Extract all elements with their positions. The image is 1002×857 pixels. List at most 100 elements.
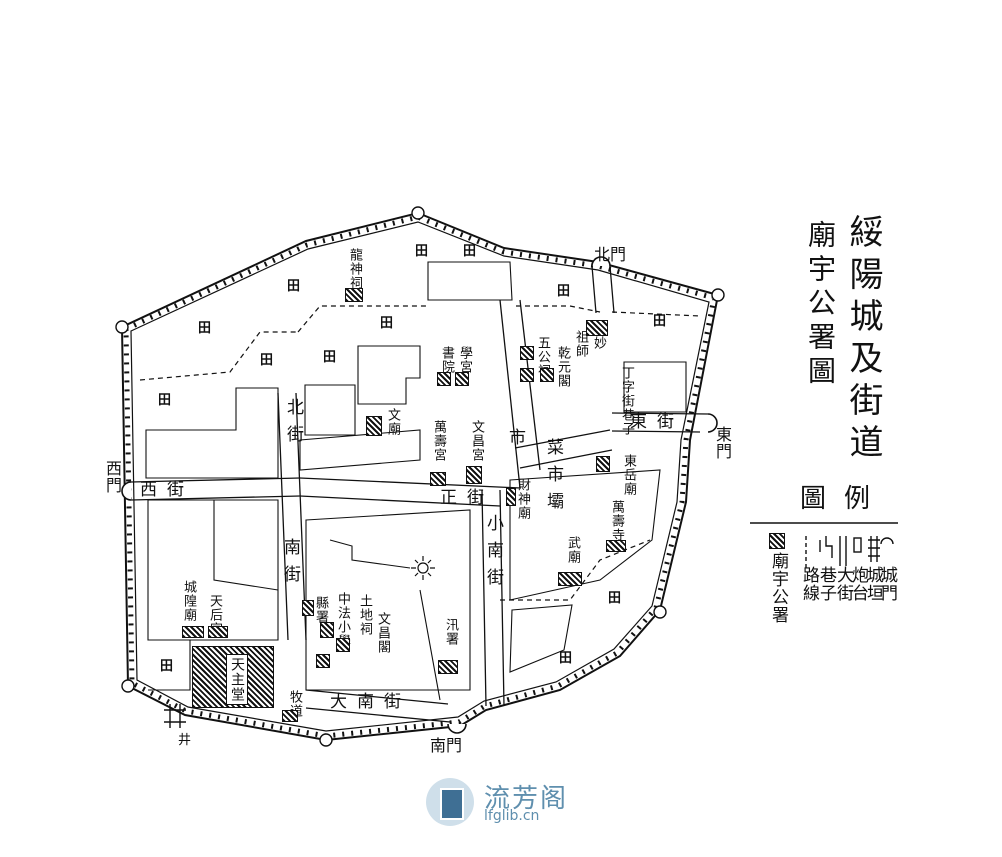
east-south-block (509, 469, 661, 601)
south-lane (419, 589, 441, 701)
zuci-marker (540, 368, 554, 382)
main-streets (130, 265, 709, 723)
north-street-label: 北街 (283, 398, 303, 452)
wenyuan-marker (316, 654, 330, 668)
incense-rays (411, 556, 435, 580)
map-subtitle: 廟宇公署圖 (804, 220, 837, 390)
shuyuan-marker (437, 372, 451, 386)
xianshu-marker (302, 600, 314, 616)
mudao-marker (282, 710, 298, 722)
battery-icon (121, 679, 135, 693)
field-label: 田 (198, 321, 212, 336)
field-label: 田 (463, 244, 477, 259)
south-central-inner (329, 539, 411, 569)
field-label: 田 (260, 353, 274, 368)
street-icon (839, 536, 847, 566)
south-central-block (305, 509, 471, 691)
field-label: 田 (287, 279, 301, 294)
legend-symbols (805, 536, 894, 570)
city-wall-inner (130, 221, 710, 732)
dingzi-alley-label: 丁字街巷子 (619, 366, 634, 436)
well-marker (164, 704, 186, 728)
alley-icon (819, 536, 833, 558)
market-street (514, 429, 613, 469)
temple-office-icon (769, 533, 785, 549)
shuyuan-label: 書院 (439, 346, 454, 374)
city-gate-icon (121, 481, 132, 501)
south-street-label: 南街 (280, 538, 300, 592)
battery-icon (711, 288, 725, 302)
incense-icon (417, 562, 429, 574)
west-street-label: 西街 (140, 480, 194, 500)
xuegong-label: 學宮 (457, 346, 472, 374)
south-main-street (305, 689, 451, 723)
zhongfa-label: 中法小學 (335, 592, 350, 648)
qianxiu-label: 乾元閣 (555, 346, 570, 388)
city-wall-icon (868, 536, 880, 562)
caishi-label: 菜市壩 (543, 438, 563, 519)
north-block (427, 261, 513, 301)
central-street (299, 477, 521, 507)
route-icon (297, 305, 428, 333)
field-label: 田 (158, 393, 172, 408)
wanshougong-label: 萬壽宮 (431, 420, 446, 462)
caishen-label: 財神廟 (515, 478, 530, 520)
wanshousi-label: 萬壽寺 (609, 500, 624, 542)
field-label: 田 (653, 314, 667, 329)
qianxiu-marker (520, 368, 534, 382)
field-label: 田 (557, 284, 571, 299)
tianzhutang-label: 天主堂 (226, 654, 248, 705)
well-icon (164, 704, 186, 728)
longshenci-marker (345, 288, 363, 302)
tudi-marker (336, 638, 350, 652)
southwest-block (147, 499, 279, 641)
west-inner-block (145, 387, 279, 479)
east-street (611, 412, 709, 433)
east-north-street (499, 299, 541, 489)
wenchangong-label: 文昌宮 (469, 420, 484, 462)
legend-title: 圖例 (800, 484, 889, 514)
north-gate-label: 北門 (594, 245, 627, 264)
city-gate-icon (880, 537, 894, 545)
wumiao-marker (558, 572, 582, 586)
xunshu-label: 汛署 (443, 618, 458, 646)
north-courtyard (357, 345, 421, 405)
northwest-courtyard (304, 384, 356, 436)
incense-marker (411, 556, 435, 580)
small-south-street (481, 489, 505, 707)
market-label: 市 (505, 428, 525, 455)
watermark-url: lfglib.cn (484, 808, 540, 824)
tianwu-label: 天后宮 (207, 594, 222, 636)
battery-icon (853, 537, 862, 553)
southwest-inner (213, 500, 279, 591)
zhengjie-label: 正街 (440, 488, 494, 508)
west-fields-boundary (148, 639, 191, 691)
legend-label-temple: 廟宇公署 (768, 552, 788, 624)
field-label: 田 (415, 244, 429, 259)
city-gate-icon (447, 723, 467, 734)
city-gate-icon (591, 256, 611, 267)
wenchangong-marker (466, 466, 482, 484)
central-west-block (299, 429, 421, 471)
wugongci-marker (520, 346, 534, 360)
dongyue-marker (596, 456, 610, 472)
watermark-name: 流芳阁 (484, 784, 569, 814)
caishen-marker (506, 488, 516, 506)
east-block (623, 361, 687, 413)
wanshousi-marker (606, 540, 626, 552)
tudi-label: 土地祠 (357, 594, 372, 636)
library-logo-icon (426, 778, 474, 826)
north-gate-street (591, 265, 615, 314)
legend-label-alley: 巷子 (816, 566, 836, 602)
xianshu-label: 縣署 (313, 596, 328, 624)
battery-icon (319, 733, 333, 747)
route-icon (516, 305, 601, 313)
zhongfa-marker (320, 622, 334, 638)
zuci-label: 祖師 (573, 330, 588, 358)
battery-markers (115, 206, 725, 747)
north-south-street (277, 392, 307, 641)
field-label: 田 (380, 316, 394, 331)
legend-label-gate: 城門 (877, 566, 897, 602)
